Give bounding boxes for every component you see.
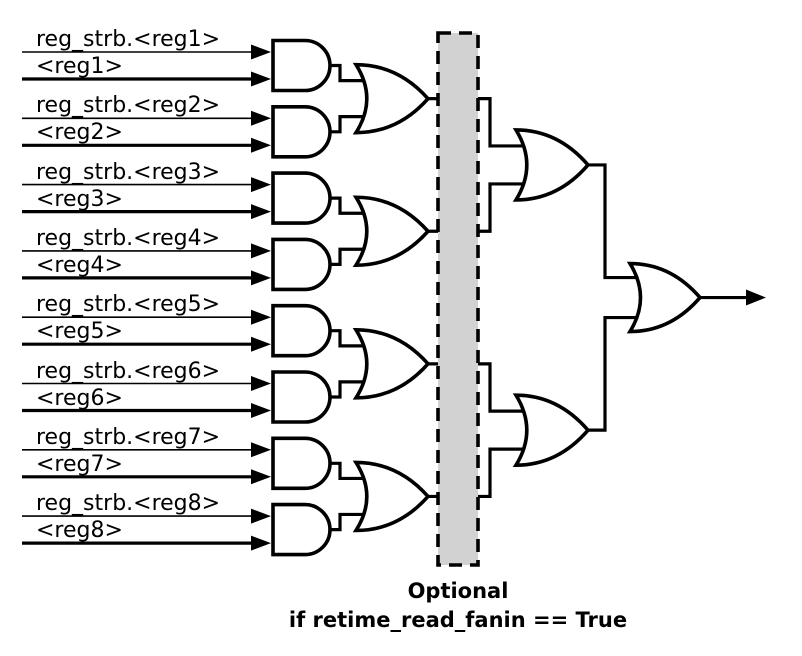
and-gate-5: [271, 303, 332, 358]
and-gate-7: [271, 436, 332, 491]
wire: [330, 461, 372, 481]
final-or: [626, 261, 703, 334]
input-label-reg-7: <reg7>: [36, 452, 123, 477]
or-gate-l2-2: [512, 393, 591, 467]
arrowhead-icon: [251, 508, 271, 524]
and-gate-4: [271, 237, 332, 292]
wire: [330, 115, 372, 134]
or-gate-l1-2: [352, 195, 431, 268]
and-gates: [271, 38, 332, 557]
arrowhead-icon: [251, 535, 271, 551]
arrowhead-icon: [251, 137, 271, 153]
wire: [330, 512, 372, 532]
input-label-reg-6: <reg6>: [36, 386, 123, 411]
arrowhead-icon: [746, 289, 766, 306]
arrowhead-icon: [251, 469, 271, 485]
input-label-strobe-5: reg_strb.<reg5>: [36, 292, 221, 317]
retime-optional-band: [436, 31, 480, 567]
or-gate-l1-4: [352, 460, 431, 533]
or-gate-l1-1: [352, 62, 431, 135]
output-wire: [700, 289, 766, 306]
or-gates-level2: [512, 128, 591, 467]
arrowhead-icon: [251, 442, 271, 458]
input-label-reg-3: <reg3>: [36, 187, 123, 212]
input-label-strobe-6: reg_strb.<reg6>: [36, 359, 221, 384]
and-gate-2: [271, 105, 332, 159]
wires: [22, 44, 646, 551]
input-label-reg-5: <reg5>: [36, 319, 123, 344]
caption-line1: Optional: [407, 579, 509, 603]
input-label-reg-1: <reg1>: [36, 54, 123, 79]
arrowhead-icon: [251, 243, 271, 259]
arrowhead-icon: [251, 177, 271, 193]
input-label-reg-2: <reg2>: [36, 120, 123, 145]
arrowhead-icon: [251, 270, 271, 286]
input-label-strobe-8: reg_strb.<reg8>: [36, 491, 221, 516]
and-gate-8: [271, 502, 332, 557]
arrowhead-icon: [251, 376, 271, 391]
wire: [588, 163, 646, 280]
wire: [330, 196, 372, 215]
caption-line2: if retime_read_fanin == True: [288, 608, 628, 632]
arrowhead-icon: [251, 403, 271, 418]
wire: [588, 315, 646, 432]
input-label-reg-8: <reg8>: [36, 518, 123, 543]
or-gates-level1: [352, 62, 431, 533]
arrowhead-icon: [251, 204, 271, 220]
input-label-strobe-2: reg_strb.<reg2>: [36, 93, 221, 118]
wire: [330, 329, 372, 348]
input-label-strobe-7: reg_strb.<reg7>: [36, 425, 221, 450]
retime-caption: Optional if retime_read_fanin == True: [158, 577, 758, 635]
arrowhead-icon: [251, 336, 271, 352]
input-label-strobe-1: reg_strb.<reg1>: [36, 27, 221, 52]
wire: [330, 63, 372, 83]
wire: [330, 247, 372, 266]
input-label-strobe-4: reg_strb.<reg4>: [36, 226, 221, 251]
and-gate-6: [271, 370, 332, 424]
or-gate-final: [626, 261, 703, 334]
arrowhead-icon: [251, 44, 271, 60]
arrowhead-icon: [251, 71, 271, 87]
and-gate-3: [271, 171, 332, 225]
input-label-strobe-3: reg_strb.<reg3>: [36, 160, 221, 185]
input-label-reg-4: <reg4>: [36, 253, 123, 278]
or-gate-l1-3: [352, 328, 431, 400]
arrowhead-icon: [251, 309, 271, 325]
or-gate-l2-1: [512, 128, 591, 202]
arrowhead-icon: [251, 110, 271, 126]
and-gate-1: [271, 38, 332, 93]
wire: [330, 380, 372, 399]
